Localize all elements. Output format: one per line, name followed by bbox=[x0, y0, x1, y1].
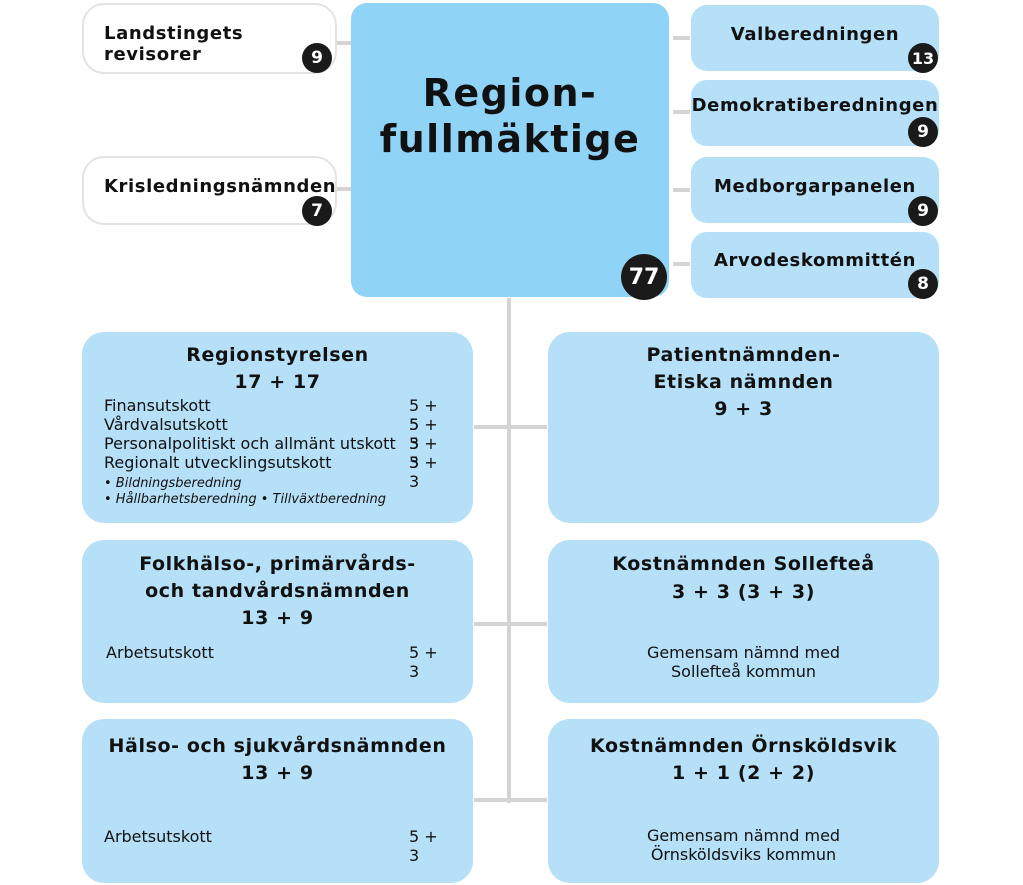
arvodeskommitten-count-badge: 8 bbox=[908, 269, 938, 299]
demokratiberedningen-box: Demokratiberedningen bbox=[691, 80, 939, 146]
connector-kris bbox=[334, 187, 351, 191]
committee-seats: 5 + 3 bbox=[409, 643, 438, 681]
committee-name: Vårdvalsutskott bbox=[104, 415, 228, 434]
committee-seats: 5 + 5 bbox=[409, 396, 438, 434]
revisorer-title: Landstingets revisorer bbox=[104, 23, 244, 65]
revisorer-box: Landstingets revisorer bbox=[82, 3, 337, 74]
connector-demokrati bbox=[673, 110, 690, 114]
connector-trunk bbox=[507, 298, 511, 803]
committee-row: Vårdvalsutskott 5 + 3 bbox=[104, 415, 451, 453]
regionstyrelsen-seats: 17 + 17 bbox=[234, 371, 321, 393]
valberedningen-title: Valberedningen bbox=[730, 24, 900, 45]
ornskoldsvik-note-line2: Örnsköldsviks kommun bbox=[650, 845, 837, 864]
folkhalso-box: Folkhälso-, primärvårds- och tandvårdsnä… bbox=[82, 540, 473, 703]
ornskoldsvik-note-line1: Gemensam nämnd med bbox=[646, 826, 841, 845]
medborgarpanelen-title: Medborgarpanelen bbox=[714, 176, 916, 197]
arvodeskommitten-box: Arvodeskommittén bbox=[691, 232, 939, 298]
halso-box: Hälso- och sjukvårdsnämnden 13 + 9 Arbet… bbox=[82, 719, 473, 883]
patientnamnden-title-line2: Etiska nämnden bbox=[653, 371, 834, 393]
beredningar-line1: • Bildningsberedning bbox=[104, 476, 242, 491]
solleftea-note-line1: Gemensam nämnd med bbox=[646, 643, 841, 662]
patientnamnden-seats: 9 + 3 bbox=[714, 398, 773, 420]
patientnamnden-title-line1: Patientnämnden- bbox=[646, 344, 841, 366]
regionfullmaktige-box: Region- fullmäktige bbox=[351, 3, 669, 297]
revisorer-count-badge: 9 bbox=[302, 43, 332, 73]
kostnamnden-ornskoldsvik-box: Kostnämnden Örnsköldsvik 1 + 1 (2 + 2) G… bbox=[548, 719, 939, 883]
committee-row: Regionalt utvecklingsutskott 5 + 3 bbox=[104, 453, 451, 491]
connector-row2 bbox=[474, 622, 547, 626]
committee-row: Finansutskott 5 + 5 bbox=[104, 396, 451, 434]
connector-row3 bbox=[474, 798, 547, 802]
solleftea-seats: 3 + 3 (3 + 3) bbox=[672, 581, 815, 603]
regionfullmaktige-title-line2: fullmäktige bbox=[379, 117, 641, 161]
demokratiberedningen-count-badge: 9 bbox=[908, 117, 938, 147]
connector-valberedningen bbox=[673, 36, 690, 40]
krisledning-title: Krisledningsnämnden bbox=[104, 176, 337, 197]
committee-seats: 5 + 3 bbox=[409, 827, 438, 865]
regionstyrelsen-box: Regionstyrelsen 17 + 17 Finansutskott 5 … bbox=[82, 332, 473, 523]
committee-seats: 5 + 3 bbox=[409, 415, 438, 453]
demokratiberedningen-title: Demokratiberedningen bbox=[691, 95, 939, 116]
committee-seats: 5 + 3 bbox=[409, 434, 438, 472]
ornskoldsvik-seats: 1 + 1 (2 + 2) bbox=[672, 762, 815, 784]
committee-name: Arbetsutskott bbox=[104, 827, 212, 846]
regionfullmaktige-count-badge: 77 bbox=[621, 254, 667, 300]
medborgarpanelen-count-badge: 9 bbox=[908, 196, 938, 226]
halso-title: Hälso- och sjukvårdsnämnden bbox=[108, 735, 447, 757]
halso-seats: 13 + 9 bbox=[241, 762, 314, 784]
committee-seats: 5 + 3 bbox=[409, 453, 438, 491]
ornskoldsvik-title: Kostnämnden Örnsköldsvik bbox=[589, 735, 898, 757]
committee-name: Finansutskott bbox=[104, 396, 211, 415]
committee-name: Regionalt utvecklingsutskott bbox=[104, 453, 332, 472]
connector-revisorer bbox=[334, 41, 351, 45]
regionfullmaktige-title-line1: Region- bbox=[422, 71, 598, 115]
valberedningen-count-badge: 13 bbox=[908, 43, 938, 73]
committee-name: Personalpolitiskt och allmänt utskott bbox=[104, 434, 396, 453]
arvodeskommitten-title: Arvodeskommittén bbox=[713, 250, 917, 271]
beredningar-line2: • Hållbarhetsberedning • Tillväxtberedni… bbox=[104, 492, 386, 507]
committee-name: Arbetsutskott bbox=[106, 643, 214, 662]
regionstyrelsen-title: Regionstyrelsen bbox=[186, 344, 369, 366]
patientnamnden-box: Patientnämnden- Etiska nämnden 9 + 3 bbox=[548, 332, 939, 523]
connector-medborgar bbox=[673, 188, 690, 192]
krisledning-box: Krisledningsnämnden bbox=[82, 156, 337, 225]
solleftea-note-line2: Sollefteå kommun bbox=[671, 662, 816, 681]
connector-row1 bbox=[474, 425, 547, 429]
folkhalso-seats: 13 + 9 bbox=[241, 607, 314, 629]
connector-arvodes bbox=[673, 262, 690, 266]
medborgarpanelen-box: Medborgarpanelen bbox=[691, 157, 939, 223]
solleftea-title: Kostnämnden Sollefteå bbox=[612, 553, 875, 575]
committee-row: Arbetsutskott 5 + 3 bbox=[106, 643, 451, 681]
folkhalso-title-line2: och tandvårdsnämnden bbox=[145, 580, 410, 602]
committee-row: Personalpolitiskt och allmänt utskott 5 … bbox=[104, 434, 451, 472]
valberedningen-box: Valberedningen bbox=[691, 5, 939, 71]
krisledning-count-badge: 7 bbox=[302, 196, 332, 226]
committee-row: Arbetsutskott 5 + 3 bbox=[104, 827, 451, 865]
folkhalso-title-line1: Folkhälso-, primärvårds- bbox=[139, 553, 416, 575]
kostnamnden-solleftea-box: Kostnämnden Sollefteå 3 + 3 (3 + 3) Geme… bbox=[548, 540, 939, 703]
